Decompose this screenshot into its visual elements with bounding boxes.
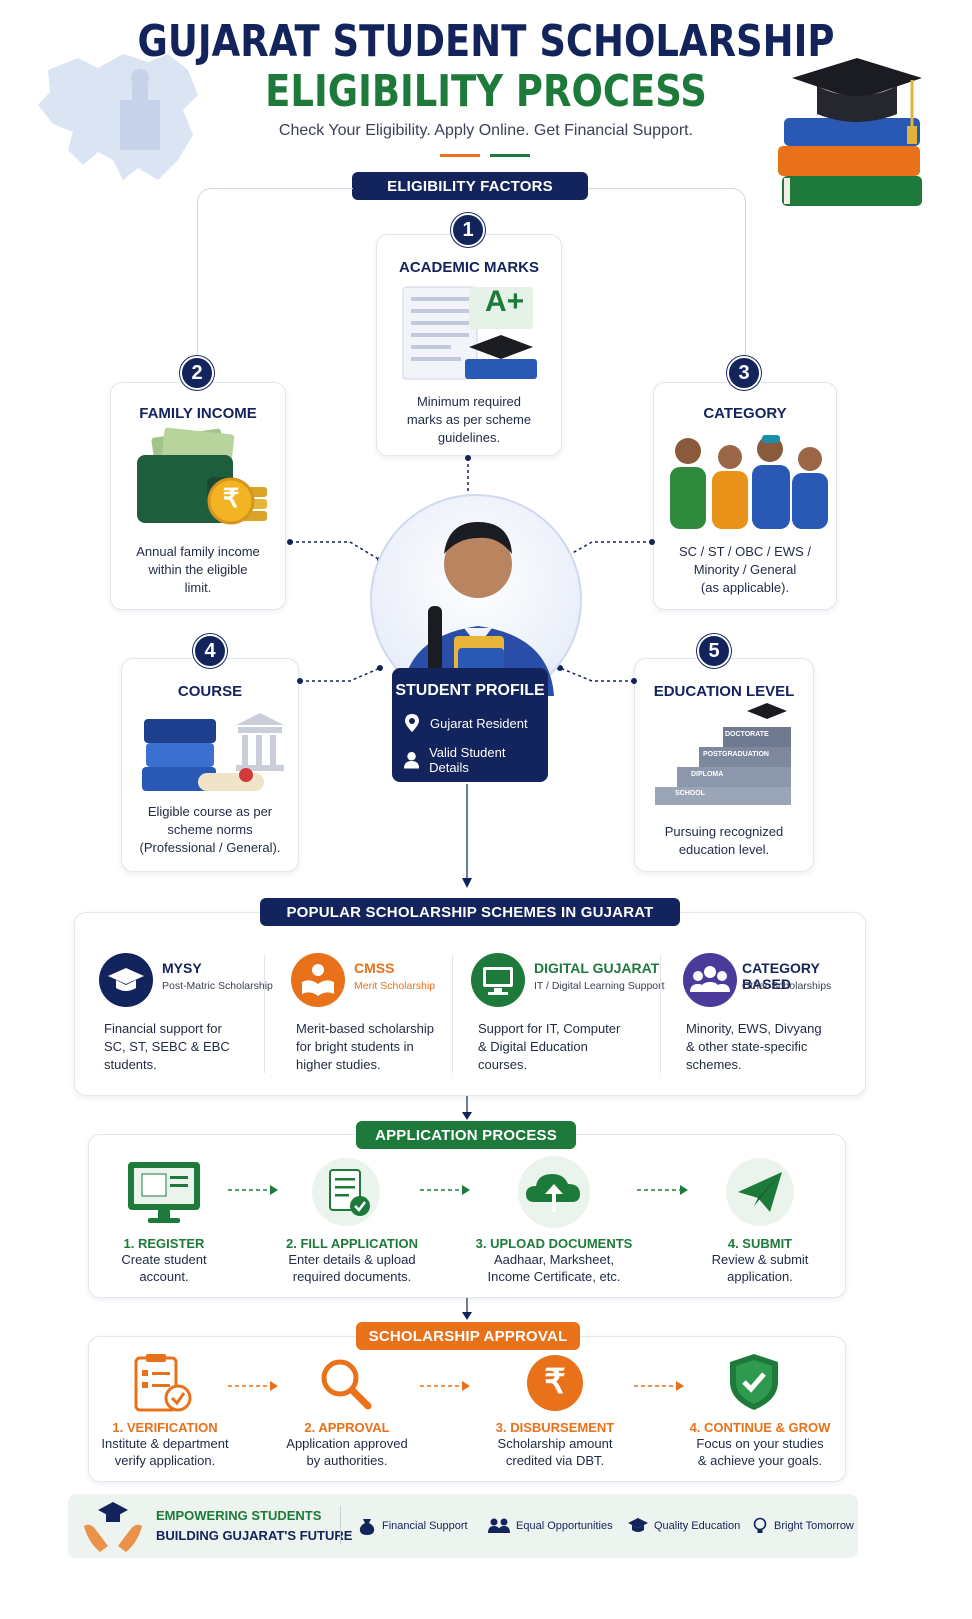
factor-title: EDUCATION LEVEL: [653, 683, 795, 700]
green-underline: [490, 154, 530, 157]
factor-badge-3: 3: [727, 356, 761, 390]
approval-step-arrows: [228, 1381, 684, 1391]
footer-item-quality: Quality Education: [628, 1517, 740, 1535]
profile-item-details: Valid Student Details: [404, 745, 542, 775]
title-line-2: ELIGIBILITY PROCESS: [265, 66, 707, 117]
computer-monitor-icon: [471, 953, 525, 1007]
stair-label-postgraduation: POSTGRADUATION: [703, 751, 769, 758]
factor-desc: Minimum required marks as per scheme gui…: [406, 394, 532, 445]
outline-connector-left: [197, 188, 353, 358]
rupee-disbursement-icon: [527, 1355, 583, 1411]
register-monitor-icon: [128, 1162, 200, 1223]
shield-check-icon: [730, 1354, 778, 1410]
factor-desc: Pursuing recognized education level.: [664, 824, 784, 857]
factor-title: ACADEMIC MARKS: [399, 259, 539, 276]
application-heading: APPLICATION PROCESS: [356, 1121, 576, 1149]
scheme-divider: [264, 955, 265, 1073]
factor-title: COURSE: [177, 683, 243, 700]
factor-desc: Eligible course as per scheme norms (Pro…: [139, 804, 281, 855]
footer-item-bright: Bright Tomorrow: [752, 1517, 854, 1535]
tagline: Check Your Eligibility. Apply Online. Ge…: [278, 122, 694, 139]
gujarat-map-icon: [38, 54, 198, 180]
graduation-books-icon: [778, 58, 922, 206]
factor-title: CATEGORY: [703, 405, 787, 422]
factor-card-family-income: FAMILY INCOME ₹ Annual family income wit…: [110, 382, 286, 610]
people-group-icon: [670, 435, 828, 529]
application-step-fill: 2. FILL APPLICATION Enter details & uplo…: [286, 1236, 418, 1284]
application-step-arrows: [228, 1185, 688, 1195]
stair-label-diploma: DIPLOMA: [691, 771, 724, 778]
user-icon: [404, 751, 420, 769]
money-bag-icon: [359, 1519, 375, 1535]
light-bulb-icon: [753, 1517, 767, 1533]
factor-desc: Annual family income within the eligible…: [136, 544, 260, 595]
scheme-divider: [452, 955, 453, 1073]
student-profile-box: STUDENT PROFILE Gujarat Resident Valid S…: [392, 668, 548, 782]
approval-step-continue: 4. CONTINUE & GROW Focus on your studies…: [689, 1420, 831, 1468]
factor-badge-2: 2: [180, 356, 214, 390]
footer-banner: [68, 1494, 858, 1558]
users-group-icon: [683, 953, 737, 1007]
course-books-icon: [142, 713, 284, 791]
eligibility-factors-heading: ELIGIBILITY FACTORS: [352, 172, 588, 200]
factor-desc: SC / ST / OBC / EWS / Minority / General…: [679, 544, 811, 595]
factor-title: FAMILY INCOME: [139, 405, 257, 422]
rupee-sign: ₹: [544, 1363, 566, 1401]
factor-card-category: CATEGORY SC / ST / OBC / EWS / Minority …: [653, 382, 837, 610]
schemes-heading: POPULAR SCHOLARSHIP SCHEMES IN GUJARAT: [260, 898, 680, 926]
footer-line-1: EMPOWERING STUDENTS: [156, 1508, 322, 1523]
scheme-digital-gujarat: DIGITAL GUJARAT IT / Digital Learning Su…: [470, 946, 670, 1082]
profile-item-resident: Gujarat Resident: [404, 714, 542, 732]
search-approval-icon: [321, 1359, 372, 1410]
factor-badge-5: 5: [697, 634, 731, 668]
reading-student-icon: [291, 953, 345, 1007]
application-step-upload: 3. UPLOAD DOCUMENTS Aadhaar, Marksheet,I…: [475, 1236, 633, 1284]
stair-label-doctorate: DOCTORATE: [725, 731, 769, 738]
factor-card-education-level: EDUCATION LEVEL DOCTORATE POSTGRADUATION…: [634, 658, 814, 872]
rupee-symbol: ₹: [222, 483, 240, 513]
factor-card-course: COURSE Eligible course as per scheme nor…: [121, 658, 299, 872]
stair-label-school: SCHOOL: [675, 790, 705, 797]
fill-form-icon: [312, 1158, 380, 1226]
outline-connector-right: [588, 188, 746, 358]
factor-badge-4: 4: [193, 634, 227, 668]
student-profile-title: STUDENT PROFILE: [395, 682, 545, 699]
application-panel: [88, 1134, 846, 1298]
marksheet-icon: [402, 286, 537, 380]
scheme-cmss: CMSS Merit Scholarship Merit-based schol…: [290, 946, 480, 1082]
upload-cloud-icon: [518, 1156, 590, 1228]
footer-line-2: BUILDING GUJARAT'S FUTURE: [156, 1528, 353, 1543]
approval-heading: SCHOLARSHIP APPROVAL: [356, 1322, 580, 1350]
scheme-divider: [660, 955, 661, 1073]
verification-clipboard-icon: [134, 1354, 192, 1412]
hands-graduation-icon: [84, 1502, 142, 1552]
people-icon: [488, 1518, 510, 1533]
footer-divider: [340, 1506, 341, 1544]
submit-paper-plane-icon: [726, 1158, 794, 1226]
down-arrow-2: [462, 1298, 472, 1320]
footer-item-financial: Financial Support: [358, 1517, 468, 1535]
title-line-1: GUJARAT STUDENT SCHOLARSHIP: [137, 16, 835, 67]
orange-underline: [440, 154, 480, 157]
location-pin-icon: [405, 714, 419, 732]
factor-badge-1: 1: [451, 213, 485, 247]
education-stairs-icon: [655, 703, 791, 805]
grade-label: A+: [485, 285, 525, 318]
student-avatar: [402, 522, 554, 696]
footer-item-equal: Equal Opportunities: [488, 1517, 613, 1535]
wallet-icon: [137, 427, 267, 525]
schemes-panel: [74, 912, 866, 1096]
factor-card-academic-marks: ACADEMIC MARKS A+ Minimum required marks…: [376, 234, 562, 456]
graduation-cap-icon: [99, 953, 153, 1007]
scheme-mysy: MYSY Post-Matric Scholarship Financial s…: [98, 946, 288, 1082]
graduation-cap-small-icon: [628, 1518, 648, 1532]
down-arrow-1: [462, 1096, 472, 1120]
scheme-category-based: CATEGORY BASED Other Scholarships Minori…: [682, 946, 862, 1082]
